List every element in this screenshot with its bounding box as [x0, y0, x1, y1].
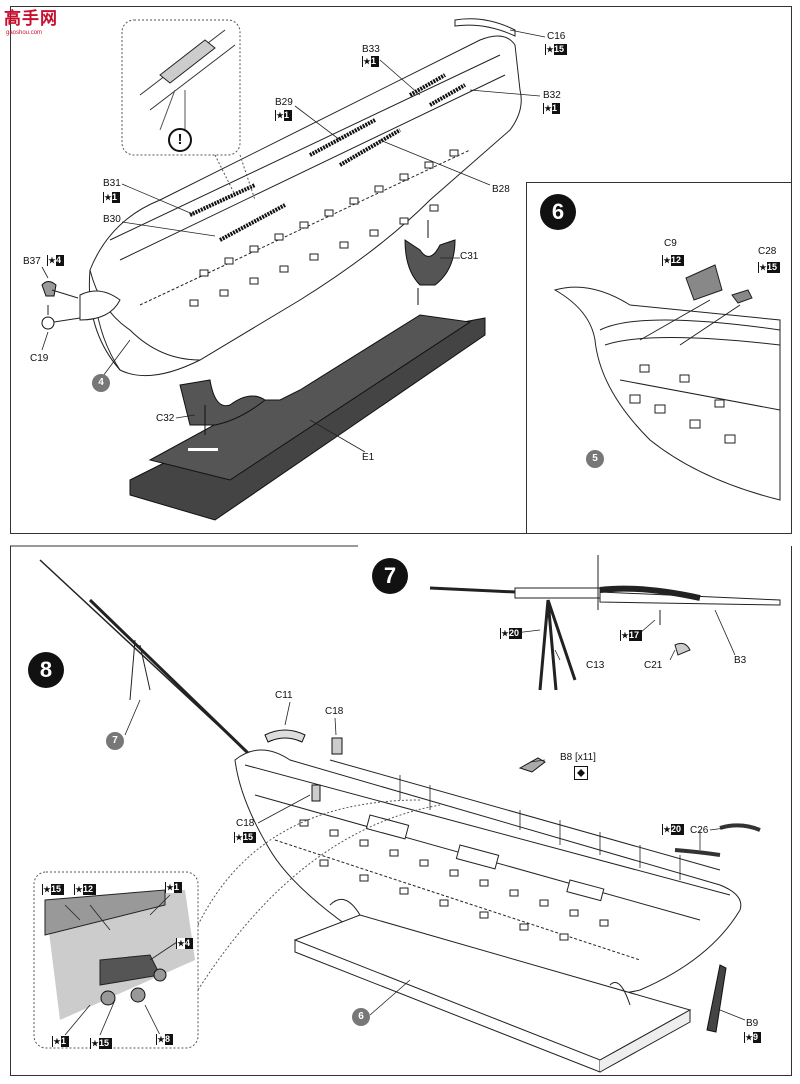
step-number-7: 7	[372, 558, 408, 594]
ref-step-7: 7	[106, 732, 124, 750]
label-b30: B30	[103, 214, 121, 225]
label-b31: B31	[103, 178, 121, 189]
label-b33: B33	[362, 44, 380, 55]
badge-inset-8: 8	[156, 1034, 174, 1045]
label-c19: C19	[30, 353, 49, 364]
badge-c9: 12	[662, 255, 685, 266]
label-b9: B9	[746, 1018, 759, 1029]
label-b32: B32	[543, 90, 561, 101]
ship-hull-top	[79, 35, 522, 377]
label-b8: B8 [x11]	[560, 752, 596, 763]
badge-inset-4: 4	[176, 938, 194, 949]
badge-b32: 1	[543, 103, 561, 114]
label-b29: B29	[275, 97, 293, 108]
site-logo: 高手网 gaoshou.com	[4, 4, 70, 48]
badge-c13: 20	[500, 628, 523, 639]
badge-c21: 17	[620, 630, 643, 641]
inset-top-detail	[121, 19, 256, 201]
badge-inset-12: 12	[74, 884, 97, 895]
badge-b37: 4	[47, 255, 65, 266]
label-c26: C26	[690, 825, 709, 836]
badge-c16: 15	[545, 44, 568, 55]
label-c32: C32	[156, 413, 175, 424]
step-number-8: 8	[28, 652, 64, 688]
label-b3: B3	[734, 655, 747, 666]
label-b28: B28	[492, 184, 510, 195]
badge-inset-15-bottom: 15	[90, 1038, 113, 1049]
badge-b29: 1	[275, 110, 293, 121]
badge-b9: 9	[744, 1032, 762, 1043]
inset-cannon-detail	[33, 799, 441, 1049]
badge-b31: 1	[103, 192, 121, 203]
badge-inset-1-top: 1	[165, 882, 183, 893]
logo-text: 高手网	[4, 9, 58, 28]
badge-inset-15: 15	[42, 884, 65, 895]
warning-symbol: !	[177, 131, 183, 148]
label-c18-side: C18	[236, 818, 255, 829]
badge-inset-1-bottom: 1	[52, 1036, 70, 1047]
label-e1: E1	[362, 452, 375, 463]
ref-step-6: 6	[352, 1008, 370, 1026]
label-c16: C16	[547, 31, 566, 42]
logo-subtext: gaoshou.com	[6, 30, 43, 36]
warning-icon: !	[168, 128, 192, 152]
label-b37: B37	[23, 256, 41, 267]
glue-icon	[574, 766, 588, 780]
label-c18-top: C18	[325, 706, 344, 717]
badge-c18: 15	[234, 832, 257, 843]
badge-b33: 1	[362, 56, 380, 67]
ref-step-4: 4	[92, 374, 110, 392]
label-c11: C11	[275, 690, 293, 701]
label-c13: C13	[586, 660, 605, 671]
label-c21: C21	[644, 660, 663, 671]
step7-mast-detail	[429, 555, 781, 691]
step6-bow-detail	[553, 264, 781, 501]
badge-c26: 20	[662, 824, 685, 835]
label-c31: C31	[460, 251, 479, 262]
label-c28: C28	[758, 246, 777, 257]
label-c9: C9	[664, 238, 677, 249]
ref-step-5: 5	[586, 450, 604, 468]
badge-c28: 15	[758, 262, 781, 273]
step8-stand	[293, 898, 692, 1073]
step-number-6: 6	[540, 194, 576, 230]
